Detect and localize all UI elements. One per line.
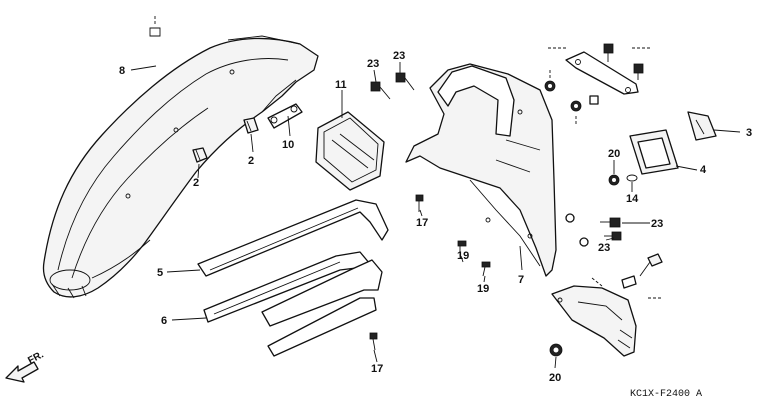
clip-part-2b [243,117,259,134]
screw-part-19b [481,261,491,277]
nut-group-part [544,70,599,126]
callout-14: 14 [626,193,639,205]
screw-part-17b [369,332,378,351]
callout-20a: 20 [608,148,620,160]
callout-23b: 23 [393,50,405,62]
rubber-strip-part-5 [197,199,389,277]
callout-17b: 17 [371,363,383,375]
callout-3: 3 [746,127,752,139]
rear-fender-part [42,16,319,299]
callout-2b: 2 [248,155,254,167]
callout-7: 7 [518,274,524,286]
front-direction-arrow [5,361,39,383]
clip-part-2a [192,147,208,163]
callout-4: 4 [700,164,707,176]
nut-part-20a [608,174,620,186]
front-direction-label: FR. [26,349,46,366]
upper-bracket-part [548,43,650,95]
callout-20b: 20 [549,372,561,384]
callout-6: 6 [161,315,167,327]
diagram-part-code: KC1X-F2400 A [630,389,702,400]
rubber-strip-part-6 [203,251,383,357]
collar-parts [565,213,589,247]
link-plate-part [267,103,303,129]
callout-8: 8 [119,65,125,77]
callout-23a: 23 [367,58,379,70]
bolt-part-23d [604,231,622,241]
reflector-part [629,129,679,175]
callout-17a: 17 [416,217,428,229]
leader-lines [130,62,741,369]
bolt-part-23b [395,72,415,91]
bolt-part-23c [600,217,621,228]
rear-fender-b-part [405,63,557,277]
callout-10: 10 [282,139,294,151]
license-bracket-part [551,277,637,357]
screw-part-19a [457,240,467,256]
screw-part-17a [415,194,424,212]
callout-5: 5 [157,267,163,279]
bolt-part-23a [370,81,391,100]
callout-23c: 23 [651,218,663,230]
callout-23d: 23 [598,242,610,254]
rubber-pad-part [687,111,717,141]
callout-11: 11 [335,79,347,91]
bolt-group-lower [621,253,663,299]
callout-19a: 19 [457,250,469,262]
callout-19b: 19 [477,283,489,295]
callout-2a: 2 [193,177,199,189]
washer-part-14 [626,174,638,182]
nut-part-20b [549,343,563,357]
callout-labels: 8 2 2 10 11 23 23 5 6 17 17 19 19 7 20 1… [119,50,752,384]
reflector-bracket-part [315,111,385,191]
